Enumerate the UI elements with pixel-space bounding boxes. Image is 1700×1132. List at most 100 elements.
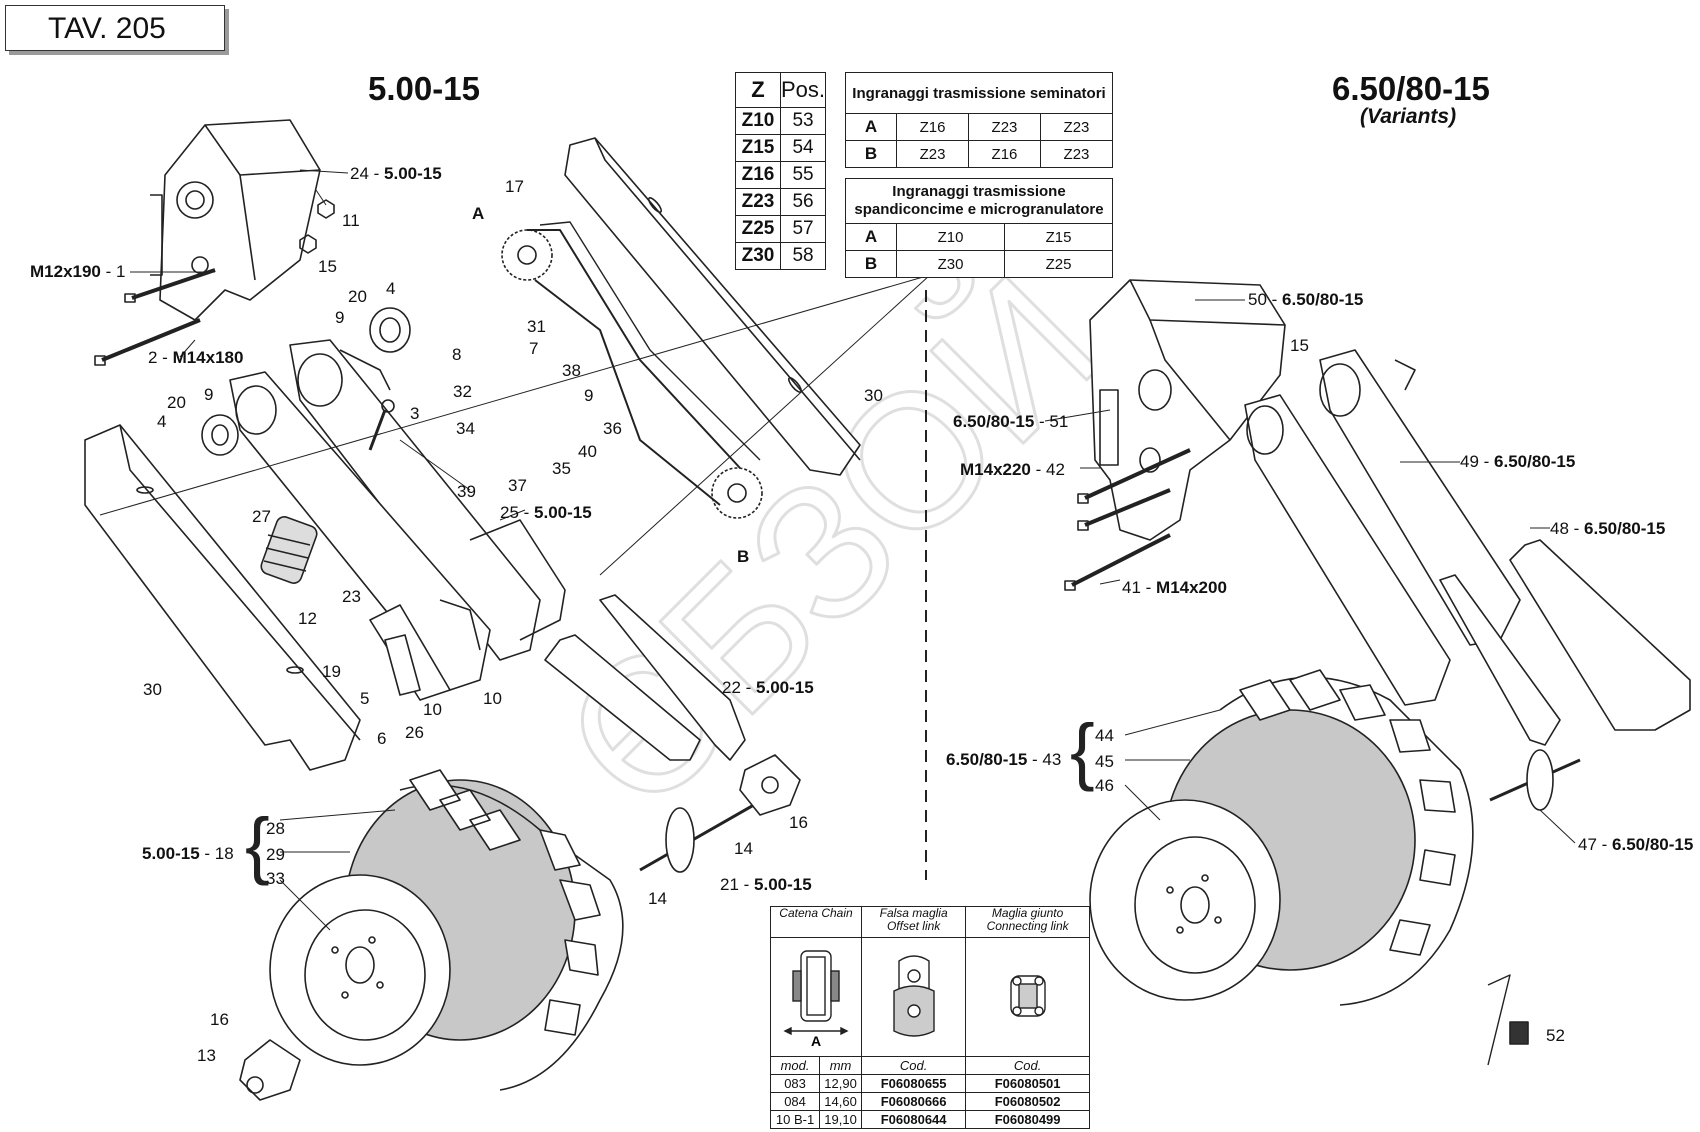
valve-52 — [1487, 974, 1529, 1066]
callout-17: 17 — [505, 177, 524, 196]
connecting-link-image — [965, 937, 1090, 1057]
callout-14a: 14 — [734, 839, 753, 858]
callout-16b: 16 — [210, 1010, 229, 1029]
callout-33: 33 — [266, 869, 285, 888]
callout-20b: 20 — [167, 393, 186, 412]
chain-cell: 12,90 — [819, 1074, 862, 1093]
chain-dim-label: A — [811, 1033, 821, 1049]
bolt-m14x220 — [1077, 448, 1191, 504]
callout-9c: 9 — [204, 385, 214, 404]
callout-10b: 10 — [483, 689, 502, 708]
chain-cell: 14,60 — [819, 1092, 862, 1111]
gear-table-1-title: Ingranaggi trasmissione seminatori — [845, 72, 1113, 114]
callout-40: 40 — [578, 442, 597, 461]
callout-6: 6 — [377, 729, 387, 748]
chain-cell: F06080655 — [860, 1074, 967, 1093]
callout-30b: 30 — [864, 386, 883, 405]
chain-image: A — [770, 937, 862, 1057]
callout-15a: 15 — [318, 257, 337, 276]
callout-21: 21 - 5.00-15 — [720, 875, 812, 894]
pos-cell: 56 — [779, 188, 827, 216]
callout-35: 35 — [552, 459, 571, 478]
gear-cell: Z15 — [1003, 223, 1114, 251]
gear-cell: Z23 — [967, 113, 1041, 141]
callout-29: 29 — [266, 845, 285, 864]
callout-28: 28 — [266, 819, 285, 838]
callout-46: 46 — [1095, 776, 1114, 795]
callout-14b: 14 — [648, 889, 667, 908]
gear-cell: Z23 — [896, 140, 969, 168]
callout-12: 12 — [298, 609, 317, 628]
callout-34: 34 — [456, 419, 475, 438]
frame-arm-front — [229, 371, 491, 691]
z-cell: Z10 — [735, 107, 781, 135]
callout-27: 27 — [252, 507, 271, 526]
callout-48: 48 - 6.50/80-15 — [1550, 519, 1666, 538]
chain-cell: F06080499 — [965, 1110, 1090, 1129]
left-title: 5.00-15 — [368, 70, 480, 107]
callout-19: 19 — [322, 662, 341, 681]
callout-A: A — [472, 204, 485, 223]
hub-flange-20a — [369, 307, 411, 353]
callout-41: 41 - M14x200 — [1122, 578, 1227, 597]
chain-table: Catena Chain Falsa maglia Offset link Ma… — [769, 906, 1090, 1129]
callout-50: 50 - 6.50/80-15 — [1248, 290, 1364, 309]
z-cell: Z16 — [735, 161, 781, 189]
pos-cell: 54 — [779, 134, 827, 162]
gearbox-housing-24 — [150, 119, 321, 321]
callout-20a: 20 — [348, 287, 367, 306]
callout-49: 49 - 6.50/80-15 — [1460, 452, 1576, 471]
gear-key: B — [845, 250, 897, 278]
callout-24: 24 - 5.00-15 — [350, 164, 442, 183]
brace-18: { — [245, 803, 270, 886]
offset-link-image — [860, 937, 967, 1057]
callout-5: 5 — [360, 689, 370, 708]
sprocket-B — [711, 467, 763, 519]
bolt-m14x180 — [94, 318, 201, 366]
gear-cell: Z23 — [1039, 140, 1114, 168]
z-cell: Z23 — [735, 188, 781, 216]
callout-11: 11 — [342, 211, 360, 230]
sub-header: Cod. — [965, 1056, 1090, 1075]
callout-31: 31 — [527, 317, 546, 336]
axle-47 — [1489, 749, 1581, 811]
frame-arm-25 — [289, 339, 566, 661]
callout-42: M14x220 - 42 — [960, 460, 1065, 479]
chain-cell: 083 — [769, 1074, 821, 1093]
chain-cell: F06080644 — [860, 1110, 967, 1129]
z-cell: Z25 — [735, 215, 781, 243]
callout-44: 44 — [1095, 726, 1114, 745]
callout-22: 22 - 5.00-15 — [722, 678, 814, 697]
callout-16a: 16 — [789, 813, 808, 832]
nut-11 — [317, 199, 335, 219]
nut-15 — [299, 234, 317, 254]
callout-10a: 10 — [423, 700, 442, 719]
frame-arm-front-r — [1244, 394, 1451, 706]
brace-43: { — [1070, 709, 1095, 792]
gear-key: A — [845, 113, 897, 141]
chain-cell: F06080666 — [860, 1092, 967, 1111]
callout-25: 25 - 5.00-15 — [500, 503, 592, 522]
connecting-link-icon — [1009, 974, 1046, 1017]
callout-45: 45 — [1095, 752, 1114, 771]
spreader-gear-table: Ingranaggi trasmissione spandiconcime e … — [845, 178, 1114, 278]
bolt-m14x200 — [1064, 533, 1171, 591]
callout-38: 38 — [562, 361, 581, 380]
hub-plate-16b — [239, 1039, 301, 1101]
chain-17 — [527, 221, 761, 506]
callout-7: 7 — [529, 339, 539, 358]
callout-4b: 4 — [157, 412, 167, 431]
pos-cell: 55 — [779, 161, 827, 189]
callout-37: 37 — [508, 476, 527, 495]
gear-cell: Z10 — [896, 223, 1005, 251]
gear-key: B — [845, 140, 897, 168]
callout-9a: 9 — [335, 308, 345, 327]
bar-plate-30 — [84, 424, 361, 771]
gear-key: A — [845, 223, 897, 251]
callout-36: 36 — [603, 419, 622, 438]
chain-cell: 10 B-1 — [769, 1110, 821, 1129]
hub-plate-16a — [739, 754, 801, 816]
callout-2: 2 - M14x180 — [148, 348, 244, 367]
leader-lines — [99, 169, 1576, 931]
